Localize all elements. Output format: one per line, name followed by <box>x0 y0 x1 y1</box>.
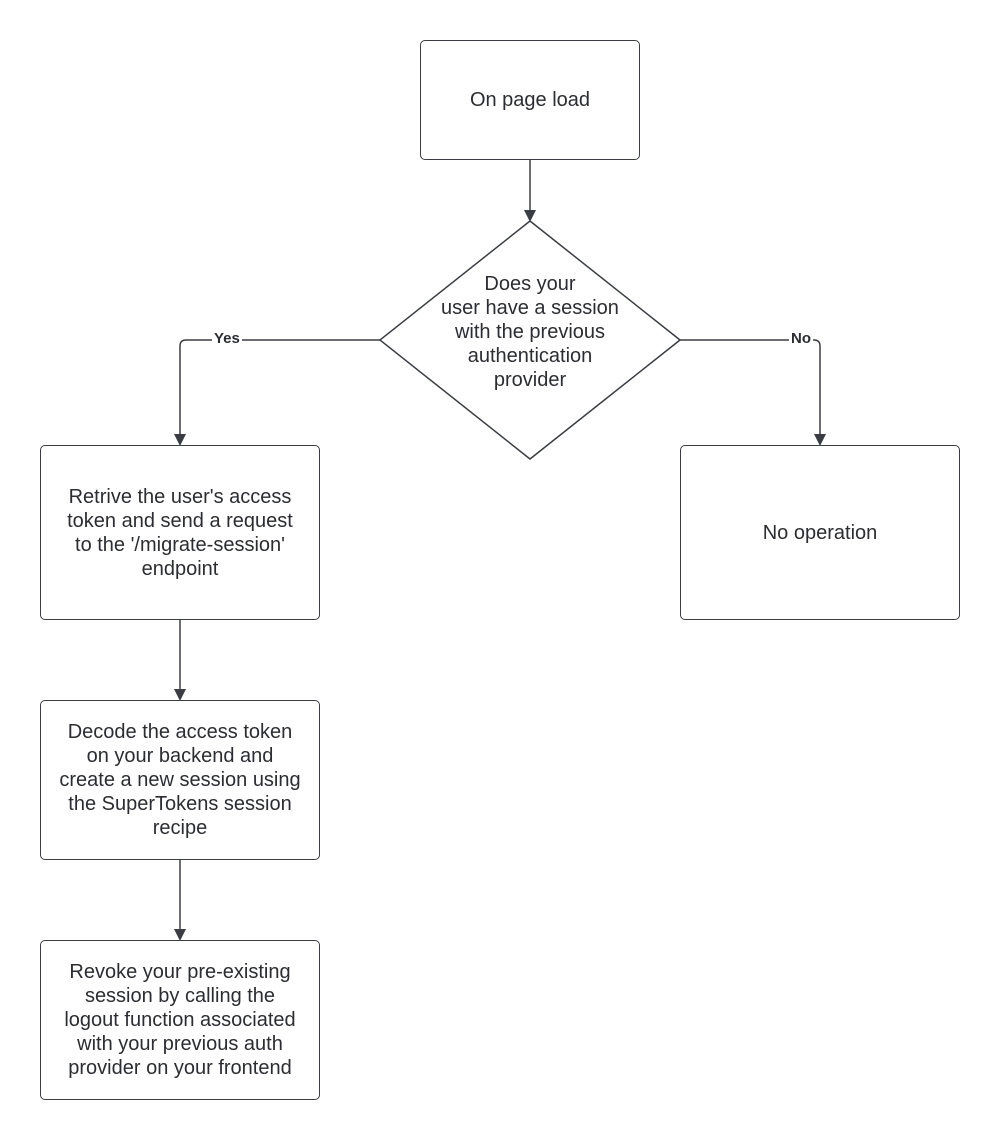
start-node: On page load <box>420 40 640 160</box>
retrieve-line: Retrive the user's access <box>68 485 292 508</box>
no-operation-label: No operation <box>762 521 878 544</box>
yes-label: Yes <box>212 330 242 347</box>
decode-line: create a new session using <box>59 769 301 791</box>
decision-label: Does your user have a session with the p… <box>410 272 650 392</box>
decision-diamond <box>379 220 681 460</box>
revoke-line: session by calling the <box>84 985 276 1007</box>
revoke-line: with your previous auth <box>77 1033 283 1055</box>
retrieve-token-node: Retrive the user's access token and send… <box>40 445 320 620</box>
revoke-line: logout function associated <box>64 1009 296 1031</box>
arrow-no-branch <box>680 339 826 446</box>
retrieve-line: token and send a request <box>67 509 293 532</box>
no-label: No <box>789 330 813 347</box>
decision-line: authentication <box>467 345 593 367</box>
start-node-label: On page load <box>469 89 591 111</box>
decode-line: on your backend and <box>86 745 274 767</box>
revoke-line: Revoke your pre-existing <box>69 961 291 983</box>
retrieve-line: endpoint <box>141 557 219 580</box>
decode-line: the SuperTokens session <box>68 793 292 815</box>
revoke-session-node: Revoke your pre-existing session by call… <box>40 940 320 1100</box>
decode-line: recipe <box>152 817 208 839</box>
no-operation-node: No operation <box>680 445 960 620</box>
decision-line: Does your <box>484 273 576 295</box>
decision-line: provider <box>493 369 567 391</box>
decision-line: with the previous <box>454 321 606 343</box>
decision-line: user have a session <box>441 297 619 319</box>
decode-line: Decode the access token <box>67 721 293 743</box>
retrieve-line: to the '/migrate-session' <box>75 533 285 556</box>
revoke-line: provider on your frontend <box>68 1057 292 1079</box>
decode-token-node: Decode the access token on your backend … <box>40 700 320 860</box>
arrow-yes-branch <box>174 339 380 446</box>
